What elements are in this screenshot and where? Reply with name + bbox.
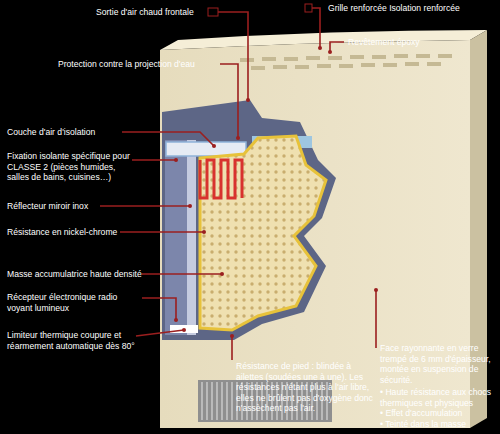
callout-label: Fixation isolante spécifique pour CLASSE… — [7, 151, 135, 183]
callout-label: Grille renforcée Isolation renforcée — [328, 3, 498, 14]
callout-label: Face rayonnante en verre trempé de 6 mm … — [380, 343, 496, 385]
callout-label: Masse accumulatrice haute densité — [7, 269, 145, 280]
callout-label: • Teinté dans la masse — [380, 419, 496, 430]
callout-label: Limiteur thermique coupure et réarmement… — [7, 330, 137, 351]
callout-label: Récepteur électronique radio voyant lumi… — [7, 292, 142, 313]
accumulation-mass — [200, 136, 326, 330]
callout-label: • Effet d'accumulation — [380, 408, 496, 419]
callout-label: Sortie d'air chaud frontale — [96, 7, 216, 18]
callout-label: Couche d'air d'isolation — [7, 127, 122, 138]
callout-label: • Haute résistance aux chocs thermiques … — [380, 387, 496, 408]
callout-label: Protection contre la projection d'eau — [58, 59, 223, 70]
callout-label: Réflecteur miroir inox — [7, 201, 102, 212]
cutaway — [162, 100, 336, 340]
reflector — [187, 140, 196, 335]
callout-label: Résistance en nickel-chrome — [7, 227, 122, 238]
nichrome-coil — [200, 160, 242, 198]
callout-label: Résistance de pied : blindée à ailettes … — [236, 361, 374, 414]
leader-ends — [174, 4, 378, 338]
grille — [240, 54, 452, 70]
callout-label: Revêtement époxy — [348, 37, 468, 48]
